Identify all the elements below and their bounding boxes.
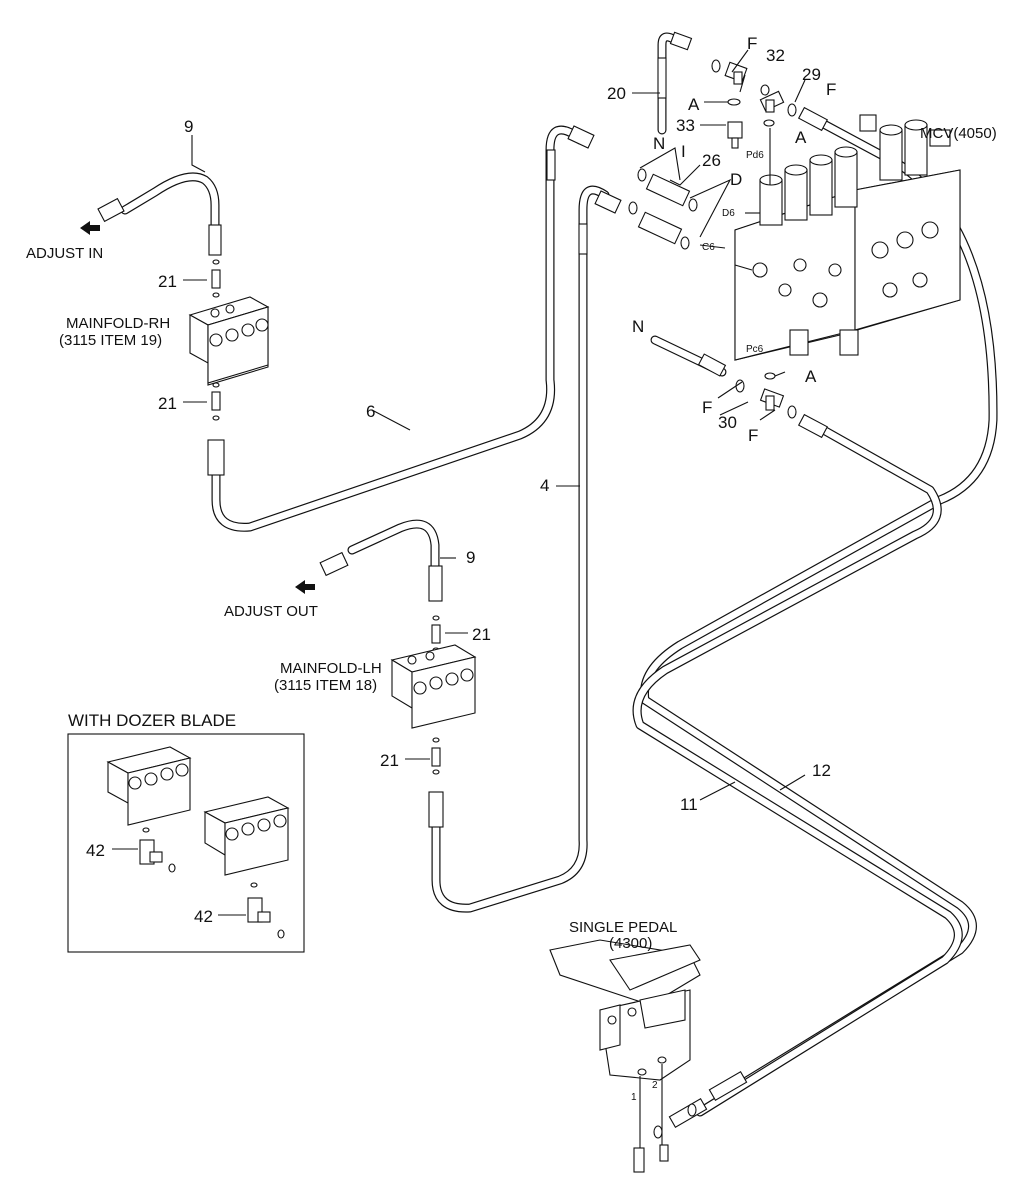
leader-lines <box>112 49 806 916</box>
mcv-label: MCV(4050) <box>920 125 997 142</box>
callout-26: 26 <box>702 151 721 170</box>
callout-9-rh: 9 <box>184 117 193 136</box>
hose-9-rh <box>120 172 220 230</box>
letter-i: I <box>681 142 686 161</box>
letter-a-pc6: A <box>805 367 817 386</box>
manifold-rh-ref: (3115 ITEM 19) <box>59 332 162 349</box>
letter-n-top: N <box>653 134 665 153</box>
hose-11 <box>632 423 963 1117</box>
mcv-valve <box>734 114 961 361</box>
adjust-in-arrow <box>80 221 100 235</box>
callout-21-a: 21 <box>158 272 177 291</box>
callout-30: 30 <box>718 413 737 432</box>
single-pedal <box>549 939 701 1173</box>
callout-21-c: 21 <box>472 625 491 644</box>
labels: ADJUST IN ADJUST OUT MAINFOLD-RH (3115 I… <box>26 34 997 1103</box>
manifold-rh-label: MAINFOLD-RH <box>66 315 170 332</box>
manifold-rh <box>188 296 270 386</box>
dozer-blade-header: WITH DOZER BLADE <box>68 711 236 730</box>
hose-6 <box>211 125 585 532</box>
single-pedal-ref: (4300) <box>609 935 652 952</box>
letter-f-top: F <box>747 34 757 53</box>
hose-fittings <box>97 31 829 1128</box>
letter-d: D <box>730 170 742 189</box>
letter-f-lower-a: F <box>702 398 712 417</box>
adjust-in-label: ADJUST IN <box>26 245 103 262</box>
hose-9-lh <box>347 519 440 580</box>
pedal-port-1: 1 <box>631 1092 637 1103</box>
callout-4: 4 <box>540 476 549 495</box>
callout-32: 32 <box>766 46 785 65</box>
dozer-blade-inset <box>67 733 305 953</box>
letter-a-pd6: A <box>795 128 807 147</box>
hose-4 <box>431 185 610 913</box>
single-pedal-label: SINGLE PEDAL <box>569 919 677 936</box>
hose-12 <box>639 117 998 1090</box>
callout-29: 29 <box>802 65 821 84</box>
mcv-fittings <box>637 61 785 411</box>
letter-a-33: A <box>688 95 700 114</box>
pedal-port-2: 2 <box>652 1080 658 1091</box>
adjust-out-arrow <box>295 580 315 594</box>
manifold-lh-label: MAINFOLD-LH <box>280 660 382 677</box>
letter-n-lower: N <box>632 317 644 336</box>
manifold-lh-ref: (3115 ITEM 18) <box>274 677 377 694</box>
port-pc6: Pc6 <box>746 344 764 355</box>
callout-42-a: 42 <box>86 841 105 860</box>
callout-20: 20 <box>607 84 626 103</box>
o-rings <box>212 59 797 1139</box>
callout-6: 6 <box>366 402 375 421</box>
callout-11: 11 <box>680 795 698 814</box>
port-c6: C6 <box>702 242 715 253</box>
port-pd6: Pd6 <box>746 150 764 161</box>
adjust-out-label: ADJUST OUT <box>224 603 318 620</box>
callout-21-d: 21 <box>380 751 399 770</box>
letter-f-lower-b: F <box>748 426 758 445</box>
callout-42-b: 42 <box>194 907 213 926</box>
letter-f-29: F <box>826 80 836 99</box>
callout-21-b: 21 <box>158 394 177 413</box>
callout-12: 12 <box>812 761 831 780</box>
port-d6: D6 <box>722 208 735 219</box>
manifold-lh <box>390 644 477 729</box>
callout-33: 33 <box>676 116 695 135</box>
callout-9-lh: 9 <box>466 548 475 567</box>
